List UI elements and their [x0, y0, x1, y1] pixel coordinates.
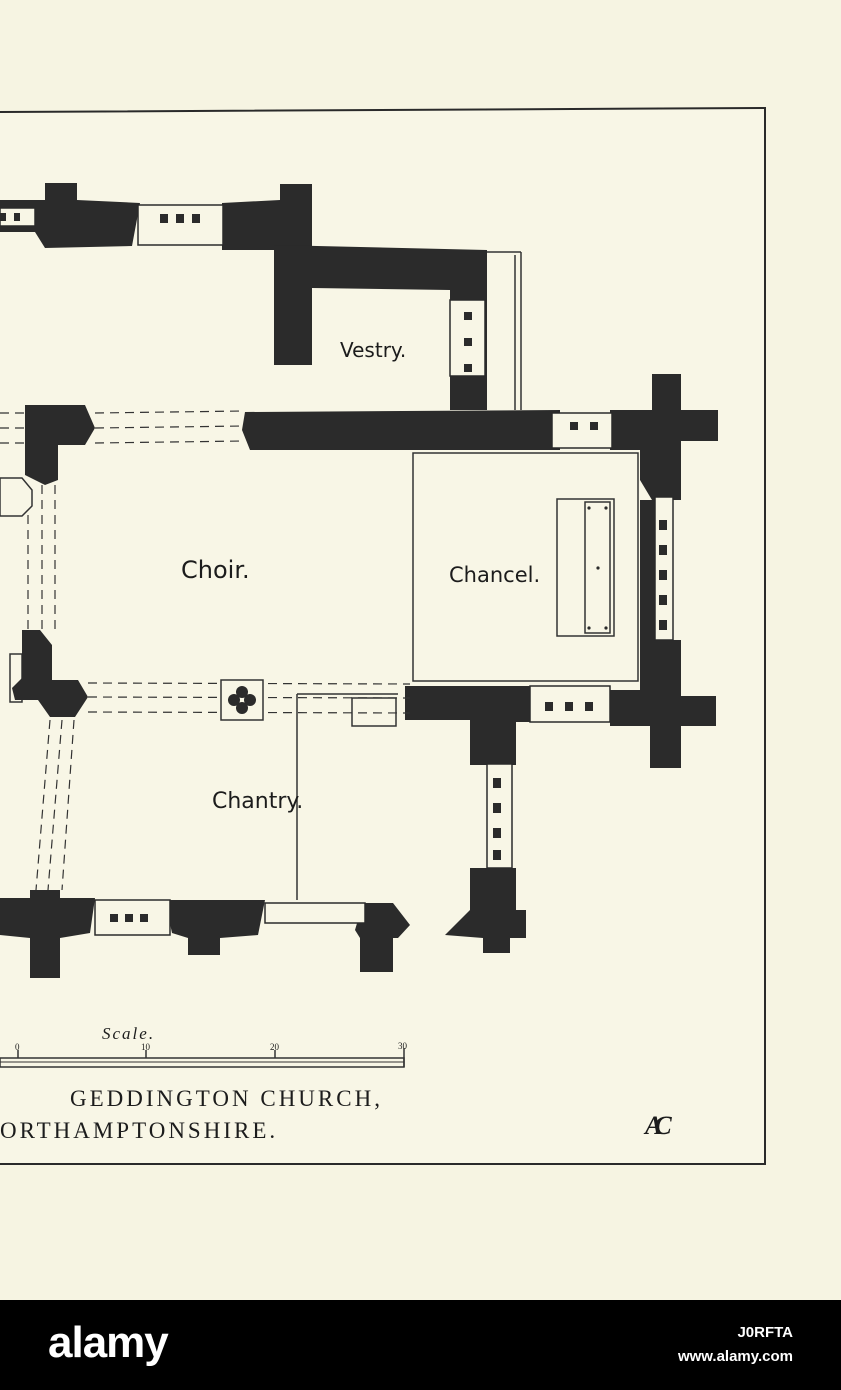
scale-label: Scale.: [102, 1024, 155, 1043]
church-floor-plan: Vestry. Choir. Chancel. Chantry. Scale. …: [0, 106, 766, 1165]
site-url-text: www.alamy.com: [677, 1348, 793, 1365]
watermark-bar: alamy J0RFTA www.alamy.com: [0, 1300, 841, 1390]
scale-tick-10: 10: [141, 1042, 151, 1052]
room-label-choir: Choir.: [181, 556, 250, 584]
image-id-text: J0RFTA: [737, 1324, 793, 1341]
scale-tick-30: 30: [398, 1041, 408, 1051]
room-label-chancel: Chancel.: [449, 563, 540, 587]
alamy-logo: alamy: [48, 1318, 169, 1367]
caption-line-2: ORTHAMPTONSHIRE.: [0, 1118, 278, 1143]
scale-bar: Scale. 0 10 20 30: [0, 1024, 408, 1068]
caption-line-1: GEDDINGTON CHURCH,: [70, 1086, 383, 1111]
walls: [0, 183, 718, 978]
scale-tick-20: 20: [270, 1042, 280, 1052]
room-label-vestry: Vestry.: [340, 338, 406, 362]
mullions: [0, 213, 667, 922]
scale-tick-0: 0: [15, 1042, 20, 1052]
quatrefoil-pier: [220, 679, 264, 721]
room-label-chantry: Chantry.: [212, 789, 303, 814]
arcade-lines: [0, 410, 411, 891]
stair-turret: [0, 477, 33, 517]
altar: [587, 506, 608, 630]
